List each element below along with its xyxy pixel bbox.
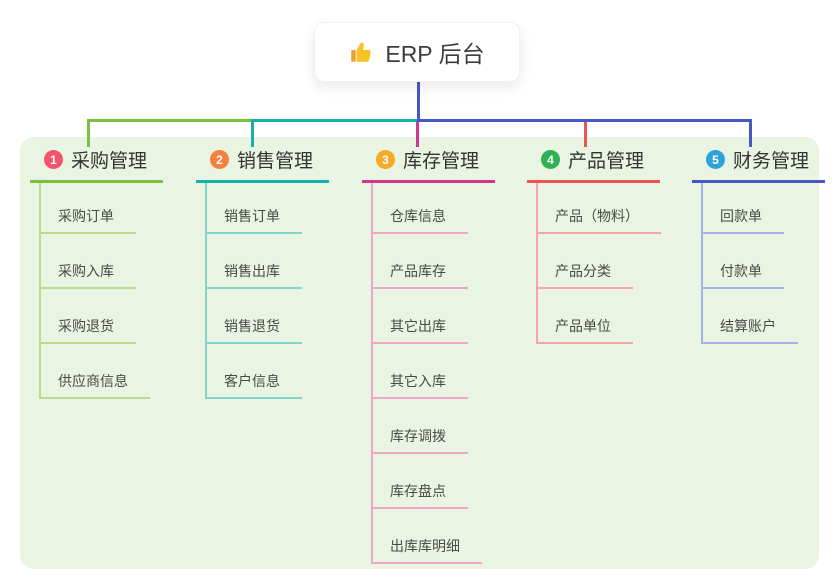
child-node[interactable]: 销售退货 <box>207 289 302 344</box>
bus-line-purchasing <box>88 119 254 122</box>
branch-label: 销售管理 <box>237 151 314 172</box>
child-node[interactable]: 结算账户 <box>703 289 798 344</box>
child-node[interactable]: 供应商信息 <box>41 344 150 399</box>
branch-label: 产品管理 <box>568 151 645 172</box>
branch-children: 产品（物料） 产品分类 产品单位 <box>536 183 661 344</box>
drop-line-finance <box>749 119 752 147</box>
branch-label: 采购管理 <box>71 151 148 172</box>
child-node[interactable]: 采购订单 <box>41 183 136 234</box>
branch-node-sales[interactable]: 2 销售管理 <box>196 143 330 183</box>
root-title: ERP 后台 <box>385 41 485 67</box>
child-node[interactable]: 客户信息 <box>207 344 302 399</box>
branch-children: 销售订单 销售出库 销售退货 客户信息 <box>205 183 302 399</box>
child-node[interactable]: 销售订单 <box>207 183 302 234</box>
child-node[interactable]: 产品库存 <box>373 234 468 289</box>
child-node[interactable]: 出库库明细 <box>373 509 482 564</box>
branch-finance: 5 财务管理 回款单 付款单 结算账户 <box>692 143 826 344</box>
drop-line-purchasing <box>87 119 90 147</box>
drop-line-inventory <box>416 122 419 147</box>
branch-node-purchasing[interactable]: 1 采购管理 <box>30 143 164 183</box>
branch-node-finance[interactable]: 5 财务管理 <box>692 143 826 183</box>
child-node[interactable]: 付款单 <box>703 234 784 289</box>
thumbs-up-icon <box>349 39 375 65</box>
branch-node-inventory[interactable]: 3 库存管理 <box>362 143 496 183</box>
root-connector-line <box>417 81 420 121</box>
branch-number-badge: 2 <box>210 150 229 169</box>
child-node[interactable]: 产品分类 <box>538 234 633 289</box>
branch-number-badge: 4 <box>541 150 560 169</box>
branch-children: 采购订单 采购入库 采购退货 供应商信息 <box>39 183 150 399</box>
branch-product: 4 产品管理 产品（物料） 产品分类 产品单位 <box>527 143 661 344</box>
child-node[interactable]: 仓库信息 <box>373 183 468 234</box>
branch-number-badge: 3 <box>376 150 395 169</box>
branch-label: 财务管理 <box>733 151 810 172</box>
child-node[interactable]: 采购退货 <box>41 289 136 344</box>
child-node[interactable]: 其它入库 <box>373 344 468 399</box>
child-node[interactable]: 产品（物料） <box>538 183 661 234</box>
branch-children: 回款单 付款单 结算账户 <box>701 183 798 344</box>
bus-line-sales <box>251 119 418 122</box>
branch-number-badge: 5 <box>706 150 725 169</box>
child-node[interactable]: 库存调拨 <box>373 399 468 454</box>
child-node[interactable]: 产品单位 <box>538 289 633 344</box>
branches-background-panel <box>20 137 819 569</box>
drop-line-product <box>584 122 587 147</box>
branch-number-badge: 1 <box>44 150 63 169</box>
branch-children: 仓库信息 产品库存 其它出库 其它入库 库存调拨 库存盘点 出库库明细 <box>371 183 482 564</box>
bus-line-right <box>417 119 752 122</box>
branch-label: 库存管理 <box>403 151 480 172</box>
branch-purchasing: 1 采购管理 采购订单 采购入库 采购退货 供应商信息 <box>30 143 164 399</box>
branch-inventory: 3 库存管理 仓库信息 产品库存 其它出库 其它入库 库存调拨 库存盘点 出库库… <box>362 143 496 564</box>
branch-node-product[interactable]: 4 产品管理 <box>527 143 661 183</box>
child-node[interactable]: 采购入库 <box>41 234 136 289</box>
child-node[interactable]: 其它出库 <box>373 289 468 344</box>
root-node-erp-backend[interactable]: ERP 后台 <box>314 22 520 82</box>
child-node[interactable]: 库存盘点 <box>373 454 468 509</box>
drop-line-sales <box>251 119 254 147</box>
child-node[interactable]: 回款单 <box>703 183 784 234</box>
child-node[interactable]: 销售出库 <box>207 234 302 289</box>
branch-sales: 2 销售管理 销售订单 销售出库 销售退货 客户信息 <box>196 143 330 399</box>
